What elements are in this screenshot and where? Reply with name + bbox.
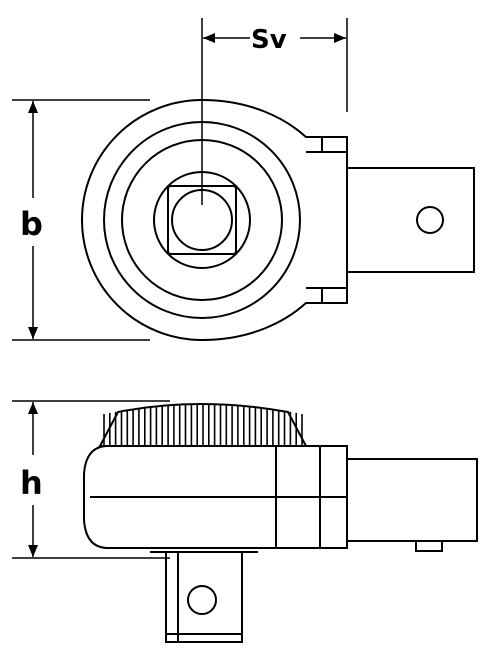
top-tang [346,167,475,273]
side-dimensions [12,400,170,559]
side-drive-hole [187,585,217,615]
top-tang-hole [416,206,444,234]
sv-dimension-label: Sv [251,25,287,55]
top-view [81,98,475,342]
h-dimension-label: h [20,464,43,502]
top-dimensions [12,18,348,341]
side-tang-button [415,540,443,552]
side-view [83,403,478,643]
b-dimension-label: b [20,205,43,243]
side-knurled-ring [98,403,308,447]
side-tang [346,458,478,542]
